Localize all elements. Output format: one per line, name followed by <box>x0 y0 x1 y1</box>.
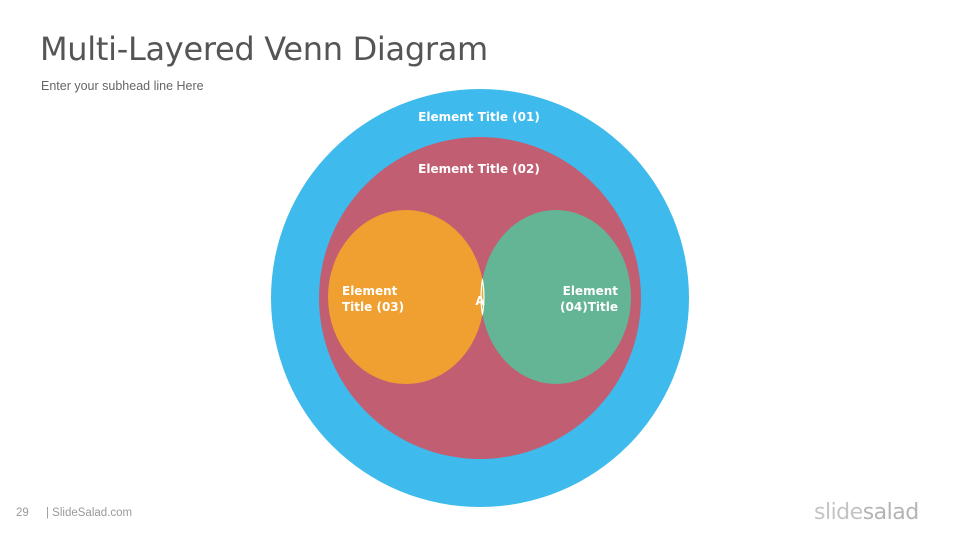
intersection-label: A <box>475 294 485 308</box>
intersection-lens <box>480 210 484 384</box>
logo-text-part1: slide <box>814 500 863 525</box>
slide-title: Multi-Layered Venn Diagram <box>40 30 488 68</box>
slide-subhead: Enter your subhead line Here <box>41 79 204 93</box>
left-circle-label-line1: Element <box>342 284 398 298</box>
footer-source: | SlideSalad.com <box>46 507 133 519</box>
logo-text-part2: salad <box>862 500 920 525</box>
outer-circle-label: Element Title (01) <box>418 110 540 124</box>
intersection-outline <box>481 210 485 384</box>
slide-footer: 29 | SlideSalad.com <box>16 507 132 519</box>
right-circle-label-line2: (04)Title <box>560 300 618 314</box>
right-circle <box>481 210 631 384</box>
middle-circle-label: Element Title (02) <box>418 162 540 176</box>
page-number: 29 <box>16 507 29 519</box>
left-circle-label-line2: Title (03) <box>342 300 404 314</box>
slidesalad-logo: slidesalad <box>814 500 919 525</box>
left-circle <box>328 210 484 384</box>
right-circle-label-line1: Element <box>563 284 619 298</box>
